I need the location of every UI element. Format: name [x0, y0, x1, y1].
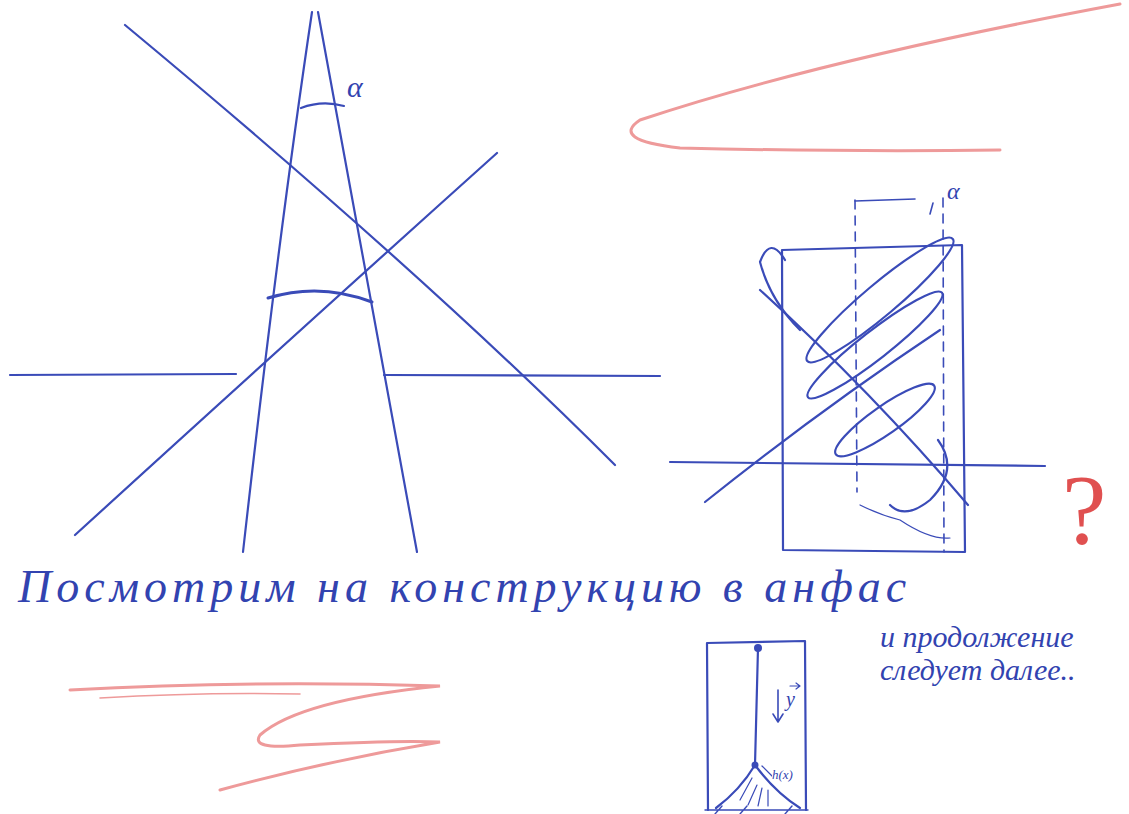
dashed-axis: [855, 200, 857, 492]
support-triangle: [716, 765, 800, 808]
pink-scribble: [70, 684, 440, 790]
dashed-axis: [943, 198, 944, 552]
direction-arrow: [773, 690, 783, 722]
note-text: и продолжение следует далее..: [880, 620, 1115, 686]
tower-right-edge: [318, 12, 417, 552]
scribble-loop: [760, 248, 800, 330]
angle-label: α: [947, 178, 960, 204]
angle-arc: [301, 103, 344, 108]
tower-left-edge: [243, 12, 312, 552]
question-mark: ?: [1062, 455, 1106, 565]
scribble-loop: [799, 282, 950, 409]
pink-scribble: [100, 694, 300, 699]
caption-text: Посмотрим на конструкцию в анфас: [18, 562, 911, 613]
vertical-rod: [755, 648, 758, 765]
pink-scribble: [631, 4, 1120, 151]
horizon-line: [10, 374, 236, 375]
axis-label: y: [786, 688, 795, 710]
scribble-loop: [797, 227, 963, 374]
height-label: h(x): [772, 768, 793, 782]
section-arc: [268, 291, 372, 302]
angle-label: α: [347, 70, 363, 103]
hatching: [740, 778, 768, 806]
ground-hatch: [705, 806, 808, 814]
scribble-loop: [890, 440, 947, 511]
angle-tick: [930, 203, 933, 214]
joint-dot: [752, 762, 759, 769]
diagonal-line: [125, 25, 615, 465]
diagonal-line: [75, 153, 497, 535]
frame-rect: [707, 641, 806, 810]
scribble-wave: [860, 505, 950, 538]
frame-rect: [782, 245, 965, 552]
joint-dot: [754, 644, 762, 652]
horizon-line: [670, 462, 1045, 466]
scribble-loop: [828, 374, 942, 466]
diagonal-line: [705, 330, 940, 502]
diagonal-line: [760, 290, 968, 505]
top-bracket: [855, 199, 915, 201]
leader-line: [762, 766, 772, 776]
